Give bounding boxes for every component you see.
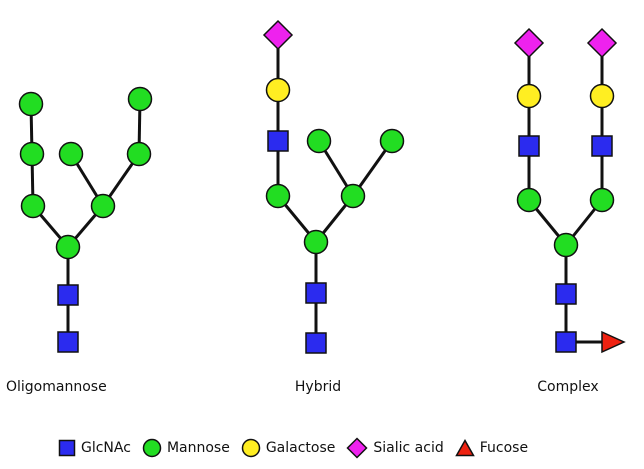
legend-label-fucose: Fucose <box>479 440 529 456</box>
legend-label-sialic-acid: Sialic acid <box>373 440 444 456</box>
glcnac-residue-c2 <box>555 283 577 305</box>
mannose-residue-o8 <box>58 141 84 167</box>
legend-label-glcnac: GlcNAc <box>81 440 131 456</box>
glcnac-residue-h2 <box>305 282 327 304</box>
legend-item-galactose: Galactose <box>241 438 336 458</box>
diamond-icon <box>346 437 368 459</box>
circle-icon <box>142 438 162 458</box>
hybrid-label: Hybrid <box>294 379 342 395</box>
mannose-residue-o10 <box>127 86 153 112</box>
mannose-residue-o5 <box>90 193 116 219</box>
square-icon <box>58 439 76 457</box>
mannose-residue-c5 <box>589 187 615 213</box>
mannose-residue-h10 <box>379 128 405 154</box>
mannose-residue-c3 <box>553 232 579 258</box>
fucose-residue-c12 <box>601 330 626 354</box>
sialic-acid-residue-h8 <box>262 19 294 51</box>
mannose-residue-o7 <box>18 91 44 117</box>
glycan-residues <box>18 19 626 354</box>
glcnac-residue-h6 <box>267 130 289 152</box>
mannose-residue-o9 <box>126 141 152 167</box>
mannose-residue-h9 <box>306 128 332 154</box>
glcnac-residue-o2 <box>57 284 79 306</box>
legend-item-fucose: Fucose <box>454 439 529 457</box>
legend-label-galactose: Galactose <box>265 440 336 456</box>
galactose-residue-c10 <box>589 83 615 109</box>
oligomannose-label: Oligomannose <box>6 379 107 395</box>
mannose-residue-o3 <box>55 234 81 260</box>
mannose-residue-o4 <box>20 193 46 219</box>
sialic-acid-residue-c11 <box>586 27 618 59</box>
complex-label: Complex <box>537 379 599 395</box>
mannose-residue-h5 <box>340 183 366 209</box>
mannose-residue-c4 <box>516 187 542 213</box>
mannose-residue-h3 <box>303 229 329 255</box>
legend-item-sialic-acid: Sialic acid <box>346 437 444 459</box>
glcnac-residue-c6 <box>518 135 540 157</box>
galactose-residue-h7 <box>265 77 291 103</box>
mannose-residue-o6 <box>19 141 45 167</box>
circle-icon <box>241 438 261 458</box>
legend-item-mannose: Mannose <box>142 438 230 458</box>
legend-label-mannose: Mannose <box>166 440 230 456</box>
sialic-acid-residue-c8 <box>513 27 545 59</box>
mannose-residue-h4 <box>265 183 291 209</box>
galactose-residue-c7 <box>516 83 542 109</box>
glcnac-residue-c9 <box>591 135 613 157</box>
glcnac-residue-o1 <box>57 331 79 353</box>
glcnac-residue-h1 <box>305 332 327 354</box>
legend: GlcNAc Mannose Galactose Sialic acid Fuc… <box>58 437 539 459</box>
glcnac-residue-c1 <box>555 331 577 353</box>
legend-item-glcnac: GlcNAc <box>58 439 131 457</box>
triangle-icon <box>454 439 475 457</box>
